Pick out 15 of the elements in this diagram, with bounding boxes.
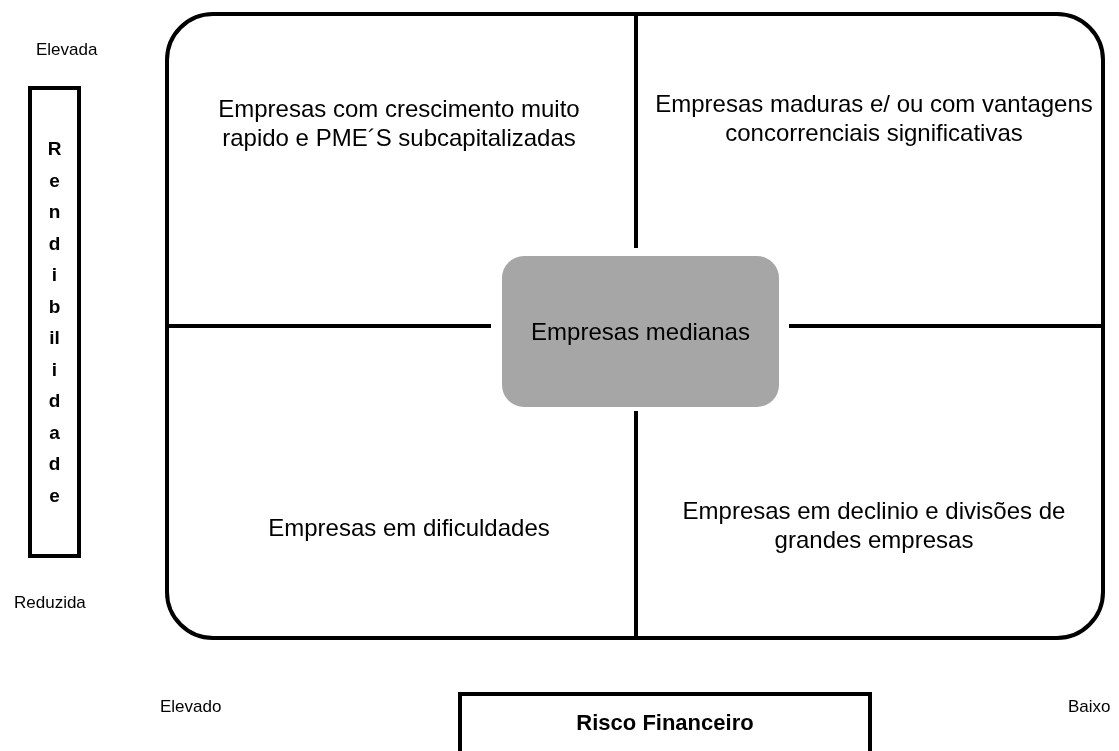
quadrant-text: Empresas maduras e/ ou com vantagens concorrenciais significativas xyxy=(654,89,1094,147)
axis-end-label: Elevada xyxy=(36,40,98,60)
quadrant-text: Empresas em declinio e divisões de grandes empresas xyxy=(681,496,1067,554)
axis-end-label: Reduzida xyxy=(14,593,86,613)
axis-title-box xyxy=(28,86,81,558)
axis-end-label: Elevado xyxy=(160,697,222,717)
center-box xyxy=(502,256,779,407)
quadrant-matrix xyxy=(165,12,1105,640)
axis-end-label: Baixo xyxy=(1068,697,1111,717)
box-text: Risco Financeiro xyxy=(576,710,754,737)
quadrant-text: Empresas com crescimento muito rapido e PME´S subcapitalizadas xyxy=(217,94,581,152)
vertical-axis-title: Rendibilidade xyxy=(47,137,62,508)
quadrant-text: Empresas em dificuldades xyxy=(267,513,551,542)
box-text: Empresas medianas xyxy=(531,317,750,346)
axis-title-box xyxy=(458,692,872,751)
